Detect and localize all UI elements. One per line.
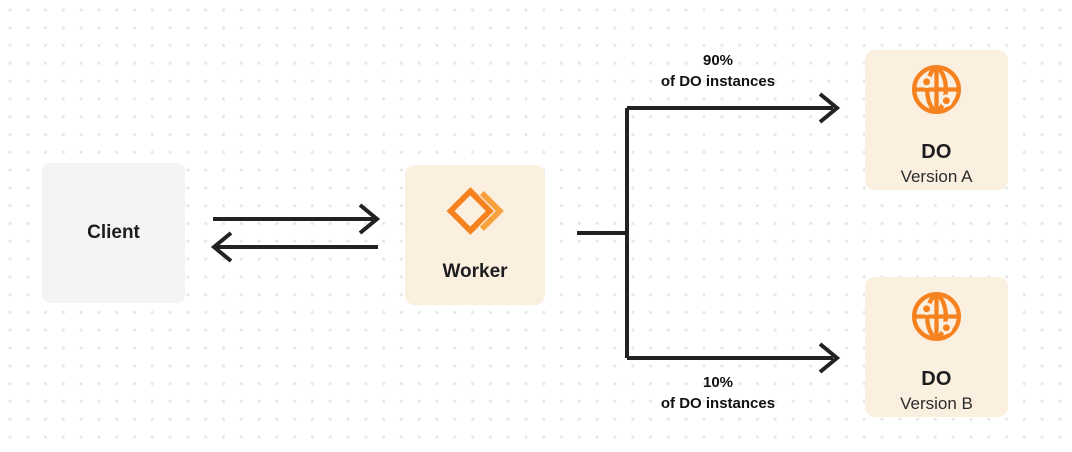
edge-worker-fork	[577, 92, 841, 374]
workers-chevrons-icon	[446, 187, 504, 235]
edge-client-to-worker	[213, 203, 381, 235]
do-version-b-node: DO Version B	[865, 277, 1008, 417]
do-a-title: DO	[921, 141, 952, 163]
edge-worker-to-client	[210, 231, 378, 263]
edge-label-version-a-percent: 90%	[702, 52, 734, 69]
do-b-title: DO	[921, 368, 952, 390]
do-b-subtitle: Version B	[900, 394, 973, 413]
edge-label-version-b-percent: 10%	[702, 374, 734, 391]
edge-label-version-b-caption: of DO instances	[660, 395, 776, 412]
do-a-subtitle: Version A	[900, 167, 973, 186]
worker-label: Worker	[442, 261, 508, 282]
edge-label-version-a-caption: of DO instances	[660, 73, 776, 90]
worker-node: Worker	[405, 165, 545, 305]
edge-label-version-a: 90% of DO instances	[606, 50, 830, 92]
globe-nodes-icon	[912, 65, 961, 114]
edge-label-version-b: 10% of DO instances	[606, 372, 830, 414]
do-version-a-node: DO Version A	[865, 50, 1008, 190]
client-node: Client	[42, 163, 185, 303]
globe-nodes-icon	[912, 292, 961, 341]
client-label: Client	[87, 222, 140, 243]
